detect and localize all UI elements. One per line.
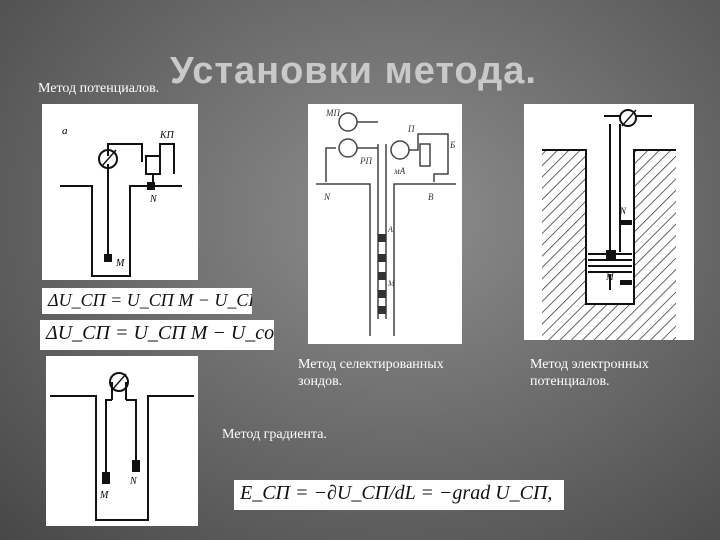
caption-electronic-potentials-method: Метод электронных потенциалов. <box>530 357 649 389</box>
diagram-label: M <box>605 272 614 282</box>
diagram-label: M <box>115 258 125 269</box>
caption-potentials-method: Метод потенциалов. <box>38 81 160 96</box>
formula-potential-difference: ΔU_СП = U_СП M − U_СП N <box>42 288 252 314</box>
diagram-label: M <box>387 279 396 288</box>
diagram-label: N <box>619 206 627 216</box>
diagram-label: Б <box>449 140 456 150</box>
caption-selected-probes-method: Метод селектированных зондов. <box>298 357 444 389</box>
diagram-label: M <box>99 490 109 501</box>
diagram-label: мА <box>393 166 406 176</box>
slide-title: Установки метода. <box>170 50 537 92</box>
formula-gradient: E_СП = −∂U_СП/dL = −grad U_СП, <box>234 480 564 510</box>
diagram-label: N <box>323 192 331 202</box>
diagram-label: КП <box>159 130 175 141</box>
caption-gradient-method: Метод градиента. <box>222 427 327 442</box>
diagram-label: МП <box>325 108 340 118</box>
formula-potential-constant: ΔU_СП = U_СП M − U_const. <box>40 320 274 350</box>
diagram-label: N <box>129 476 138 487</box>
diagram-label: П <box>407 124 415 134</box>
diagram-label: B <box>428 192 434 202</box>
diagram-electronic-potentials: N M <box>524 104 694 340</box>
diagram-selected-probes: МП РП П мА Б N B A M <box>308 104 462 344</box>
diagram-gradient-method: M N <box>46 356 198 526</box>
diagram-potentials-method: а КП N M <box>42 104 198 280</box>
diagram-label: а <box>62 125 68 137</box>
diagram-label: РП <box>359 156 372 166</box>
diagram-label: N <box>149 194 158 205</box>
diagram-label: A <box>387 225 393 234</box>
